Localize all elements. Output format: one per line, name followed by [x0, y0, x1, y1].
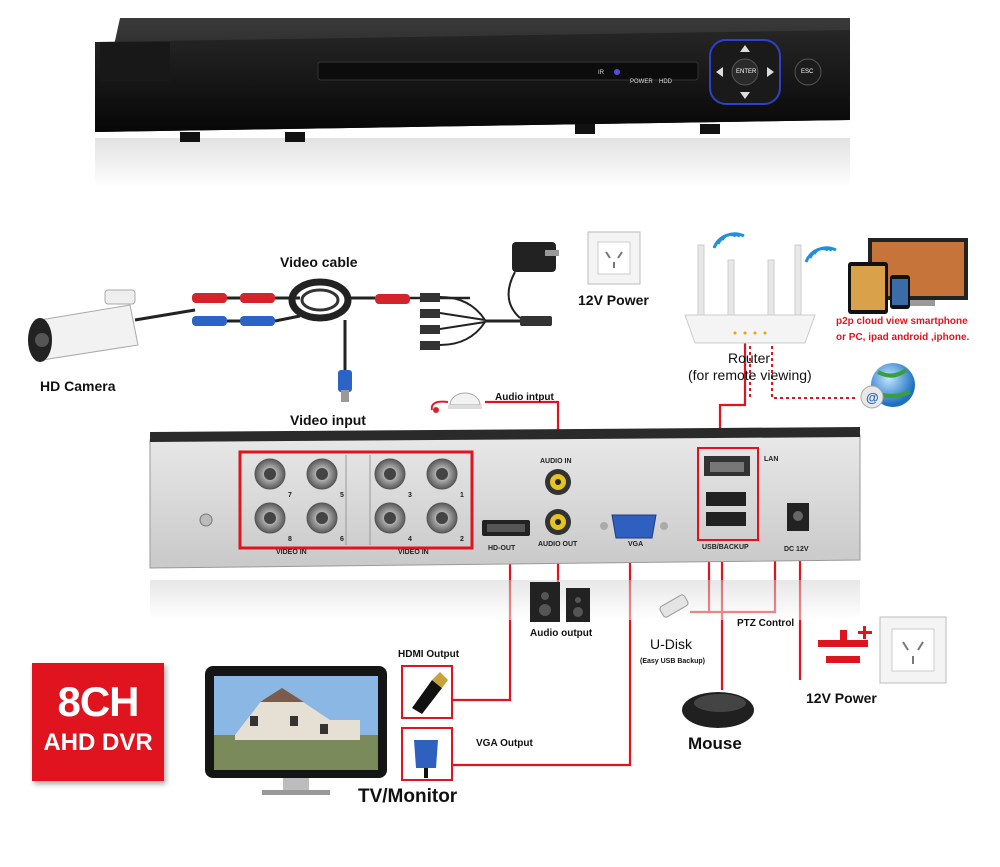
hd-camera-label: HD Camera — [40, 378, 116, 394]
p2p-line1-label: p2p cloud view smartphone — [836, 316, 968, 327]
ir-label: IR — [598, 70, 604, 76]
audio-output-label: Audio output — [530, 628, 593, 639]
ptz-control-label: PTZ Control — [737, 618, 795, 629]
svg-text:@: @ — [866, 390, 879, 405]
lan-port-label: LAN — [764, 456, 779, 463]
video-in-left-label: VIDEO IN — [276, 549, 307, 556]
router-label: Router — [728, 350, 771, 366]
video-cable-illustration — [192, 242, 559, 402]
mouse-illustration — [682, 692, 754, 728]
hd-out-port-label: HD-OUT — [488, 545, 516, 552]
p2p-line2-label: or PC, ipad android ,iphone. — [836, 332, 970, 343]
microphone-illustration — [430, 392, 482, 413]
u-disk-sub-label: (Easy USB Backup) — [640, 658, 705, 665]
channel-8-label: 8 — [288, 536, 292, 543]
audio-input-label: Audio intput — [495, 392, 554, 403]
video-input-label: Video input — [290, 412, 366, 428]
speakers-illustration — [530, 582, 590, 622]
dvr-rear-panel — [149, 427, 861, 620]
video-in-right-label: VIDEO IN — [398, 549, 429, 556]
vga-cable-illustration — [401, 727, 453, 781]
dc-power-symbol — [818, 626, 872, 663]
vga-port-label: VGA — [628, 541, 644, 548]
hdmi-output-label: HDMI Output — [398, 649, 460, 660]
product-badge: 8CH AHD DVR — [32, 663, 164, 781]
usb-disk-illustration — [659, 594, 689, 618]
enter-button[interactable]: ENTER — [736, 69, 757, 75]
channel-6-label: 6 — [340, 536, 344, 543]
channel-2-label: 2 — [460, 536, 464, 543]
power-indicator-label: POWER — [630, 79, 653, 85]
channel-5-label: 5 — [340, 492, 344, 499]
power-12v-top-label: 12V Power — [578, 292, 649, 308]
usb-port-label: USB/BACKUP — [702, 544, 749, 551]
channel-7-label: 7 — [288, 492, 292, 499]
audio-out-port-label: AUDIO OUT — [538, 541, 578, 548]
channel-1-label: 1 — [460, 492, 464, 499]
devices-illustration — [848, 238, 968, 314]
badge-channels: 8CH — [57, 678, 139, 725]
badge-type: AHD DVR — [43, 729, 153, 756]
router-sub-label: (for remote viewing) — [688, 367, 812, 383]
esc-button[interactable]: ESC — [801, 69, 814, 75]
video-cable-label: Video cable — [280, 254, 358, 270]
audio-in-port-label: AUDIO IN — [540, 458, 572, 465]
camera-illustration — [28, 289, 196, 362]
mouse-label: Mouse — [688, 734, 742, 753]
tv-monitor-illustration — [205, 666, 387, 795]
dvr-front-unit — [95, 18, 850, 188]
channel-3-label: 3 — [408, 492, 412, 499]
tv-monitor-label: TV/Monitor — [358, 786, 458, 807]
wall-socket-top — [587, 231, 641, 285]
hdd-indicator-label: HDD — [659, 79, 672, 85]
u-disk-label: U-Disk — [650, 636, 692, 652]
dashed-links — [749, 340, 855, 400]
dc-12v-port-label: DC 12V — [784, 546, 809, 553]
power-12v-bottom-label: 12V Power — [806, 690, 877, 706]
channel-4-label: 4 — [408, 536, 412, 543]
wall-socket-bottom — [879, 616, 947, 684]
router-illustration — [684, 232, 837, 344]
internet-globe-icon: @ — [860, 363, 915, 409]
vga-output-label: VGA Output — [476, 738, 533, 749]
hdmi-cable-illustration — [401, 665, 453, 719]
